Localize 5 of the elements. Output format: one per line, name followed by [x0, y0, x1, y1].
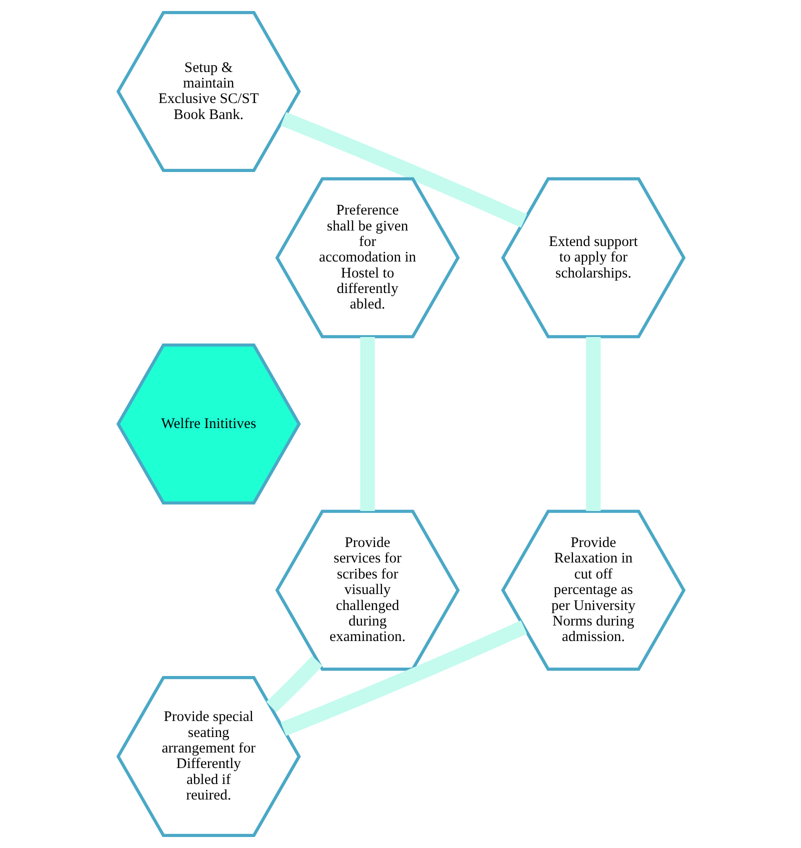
- connector: [280, 620, 526, 736]
- connector: [280, 112, 526, 228]
- connector: [360, 336, 374, 512]
- connector: [586, 336, 600, 512]
- connector: [266, 656, 322, 712]
